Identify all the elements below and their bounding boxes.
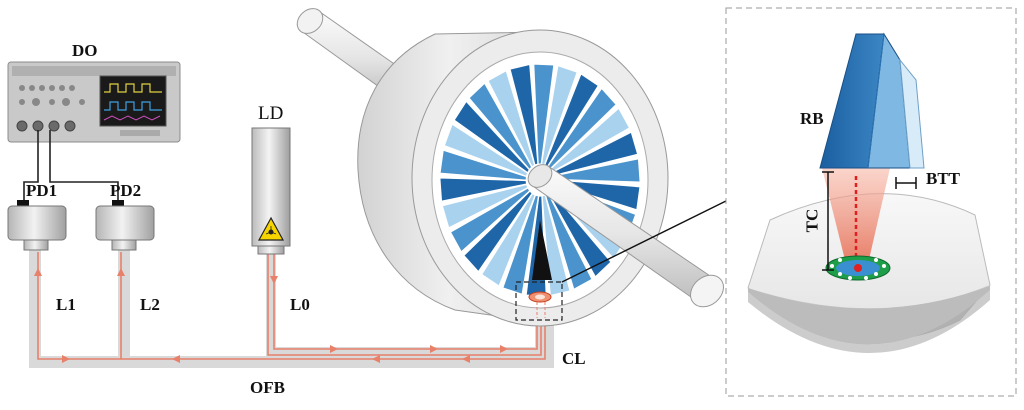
label-optical-fiber-bundle: OFB	[250, 378, 285, 397]
label-fiber-l0: L0	[290, 295, 310, 314]
rotor-blade	[509, 64, 539, 166]
fiber-signal-lines	[37, 252, 546, 360]
label-blade-tip-timing: BTT	[926, 169, 961, 188]
zoom-panel	[725, 7, 1017, 397]
rotor-blade	[468, 82, 533, 170]
zoom-callout-line	[561, 199, 729, 283]
label-oscilloscope: DO	[72, 41, 98, 60]
rotor-blade	[442, 184, 529, 229]
photodiode-2	[95, 200, 155, 251]
measured-blade-tip	[532, 220, 552, 280]
oscilloscope	[7, 61, 181, 143]
rotor-blade	[439, 149, 527, 181]
rotor-shaft-front	[527, 164, 724, 308]
label-laser-diode: LD	[258, 103, 284, 124]
label-rotor-blade: RB	[800, 109, 824, 128]
optical-fiber-bundle	[29, 250, 554, 368]
probe-location	[515, 281, 563, 321]
rotor-blade	[533, 63, 555, 165]
photodiode-1	[7, 200, 67, 251]
label-fiber-l2: L2	[140, 295, 160, 314]
label-fiber-l1: L1	[56, 295, 76, 314]
rotor-blade	[450, 187, 531, 253]
rotor-blade	[439, 177, 527, 202]
rotor-blade	[502, 194, 539, 295]
rotor-blade	[481, 193, 536, 287]
label-photodiode-1: PD1	[26, 181, 58, 200]
oscilloscope-cables	[23, 130, 119, 202]
label-collimating-lens: CL	[562, 349, 586, 368]
rotor-blade	[487, 70, 535, 168]
rotor-blade	[444, 123, 528, 177]
laser-diode	[251, 127, 291, 255]
label-photodiode-2: PD2	[110, 181, 142, 200]
rotor-blades	[439, 63, 641, 297]
rotor-blade	[463, 190, 533, 272]
rotor-blade	[453, 101, 530, 174]
label-tip-clearance: TC	[802, 208, 822, 233]
fiber-arrows	[34, 268, 508, 363]
